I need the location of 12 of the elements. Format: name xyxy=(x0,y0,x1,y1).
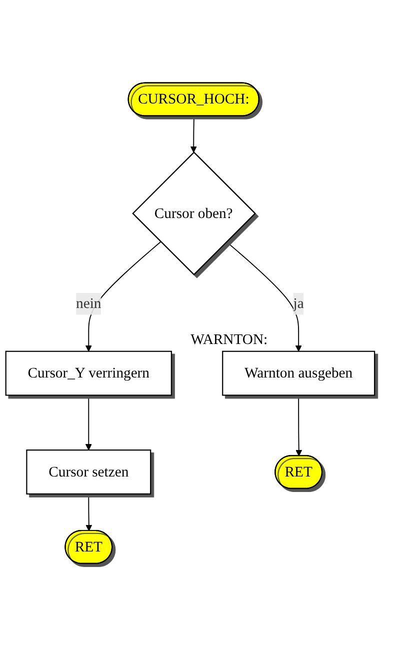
node-label: WARNTON: xyxy=(190,331,268,348)
node-box: Cursor setzen xyxy=(26,449,152,494)
arrow xyxy=(296,394,302,456)
arrow xyxy=(86,493,92,532)
arrow xyxy=(190,116,197,152)
node-diamond: Cursor oben? xyxy=(132,151,256,276)
edge-label: nein xyxy=(76,296,102,312)
node-box: Cursor_Y verringern xyxy=(5,350,172,396)
node-box: Warnton ausgeben xyxy=(222,350,376,396)
arrow xyxy=(85,394,92,450)
edge-label: ja xyxy=(293,296,304,312)
arrow xyxy=(226,241,302,352)
